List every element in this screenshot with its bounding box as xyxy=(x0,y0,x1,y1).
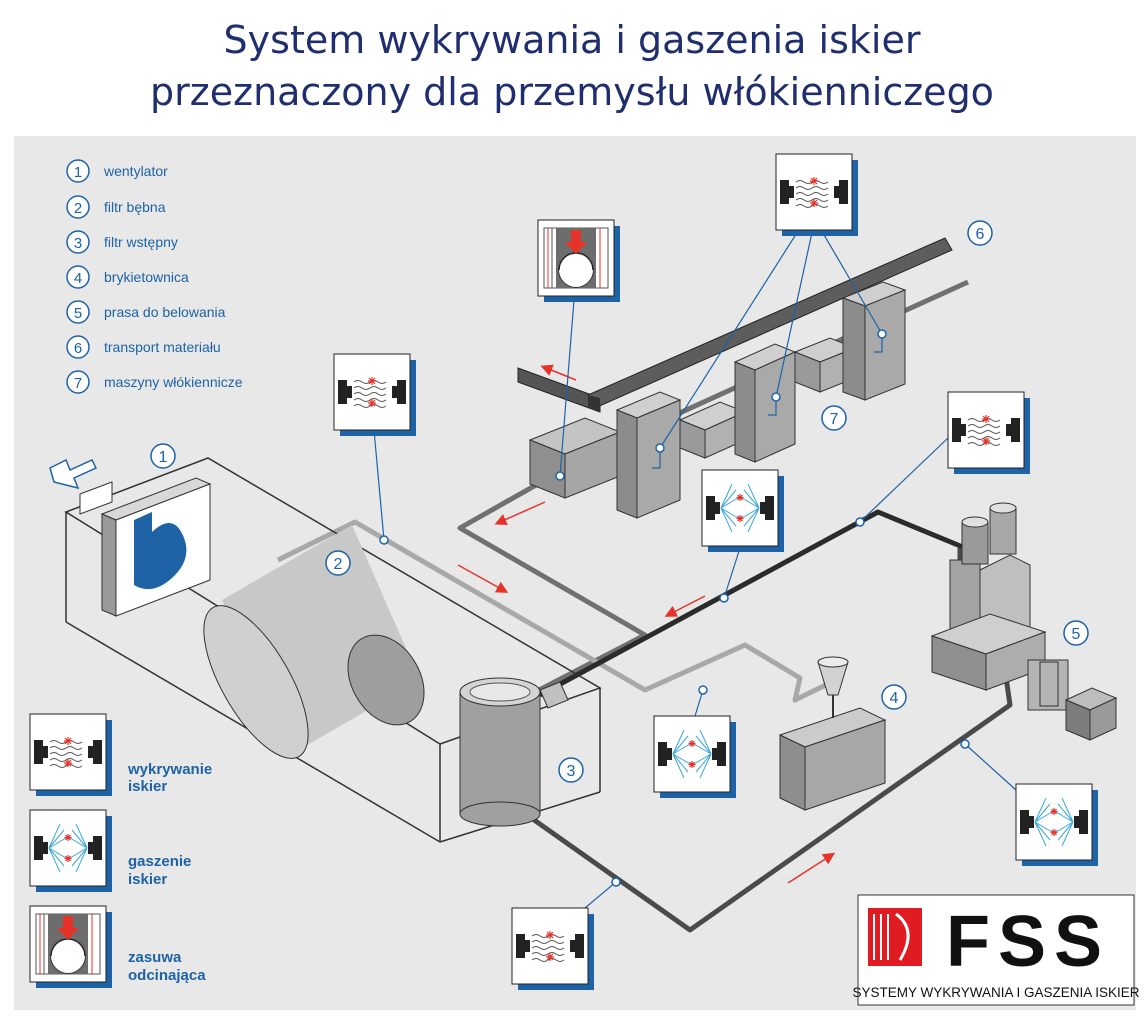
legend-number: 2 xyxy=(74,200,82,217)
extinguishing-sensor-icon xyxy=(653,715,736,798)
key-detection-icon xyxy=(29,713,112,796)
flow-arrows xyxy=(457,364,836,884)
detection-sensor-icon xyxy=(947,391,1030,474)
legend-item: 7 maszyny włókiennicze xyxy=(66,370,243,394)
key-extinguishing-label-2: iskier xyxy=(128,871,167,888)
sensor-points xyxy=(379,329,970,887)
legend-label: wentylator xyxy=(103,163,168,179)
legend-label: prasa do belowania xyxy=(104,304,226,320)
legend-item: 2 filtr bębna xyxy=(66,195,166,219)
marker-2: 2 xyxy=(325,550,351,576)
duct-briquetting xyxy=(276,519,842,703)
ducts xyxy=(276,279,1013,933)
legend-item: 5 prasa do belowania xyxy=(66,300,226,324)
key-extinguishing-label-1: gaszenie xyxy=(128,853,191,870)
textile-machines xyxy=(528,281,907,519)
legend-number: 3 xyxy=(74,235,82,252)
legend-label: brykietownica xyxy=(104,269,189,285)
exhaust-arrow-icon xyxy=(49,458,98,490)
legend-label: maszyny włókiennicze xyxy=(104,374,243,390)
key-gate-label-2: odcinająca xyxy=(128,967,206,984)
legend-number: 7 xyxy=(74,375,82,392)
fss-logo: FSS SYSTEMY WYKRYWANIA I GASZENIA ISKIER xyxy=(852,894,1140,1006)
legend-label: transport materiału xyxy=(104,339,221,355)
legend-number: 5 xyxy=(74,305,82,322)
duct-return xyxy=(457,279,970,703)
key-detection-label-2: iskier xyxy=(128,778,167,795)
legend-item: 1 wentylator xyxy=(66,159,168,183)
legend-item: 3 filtr wstępny xyxy=(66,230,178,254)
pre-filter xyxy=(459,677,569,827)
gate-valve-icon xyxy=(537,219,620,302)
legend-number: 4 xyxy=(74,270,82,287)
briquetting-press xyxy=(778,656,887,811)
marker-7: 7 xyxy=(821,405,847,431)
duct-main xyxy=(538,509,971,698)
svg-text:6: 6 xyxy=(976,226,985,243)
sensor-leaders xyxy=(373,227,1017,909)
fss-brand: FSS xyxy=(946,902,1110,982)
svg-text:2: 2 xyxy=(334,556,343,573)
svg-text:5: 5 xyxy=(1072,626,1081,643)
marker-5: 5 xyxy=(1063,620,1089,646)
fan-icon xyxy=(134,512,187,590)
detection-sensor-icon xyxy=(333,353,416,436)
svg-text:1: 1 xyxy=(159,449,168,466)
title-line-2: przeznaczony dla przemysłu włókienniczeg… xyxy=(150,70,994,114)
svg-text:3: 3 xyxy=(567,763,576,780)
baling-press xyxy=(930,502,1118,741)
drum-filter xyxy=(203,525,425,759)
legend-number: 1 xyxy=(74,164,82,181)
conveyor xyxy=(517,237,953,413)
component-markers: 1 2 3 4 5 6 7 xyxy=(150,220,1089,783)
marker-6: 6 xyxy=(967,220,993,246)
title-line-1: System wykrywania i gaszenia iskier xyxy=(223,18,921,62)
legend-item: 6 transport materiału xyxy=(66,335,221,359)
detection-sensor-icon xyxy=(511,907,594,990)
key-gate-label-1: zasuwa xyxy=(128,949,182,966)
fss-tagline: SYSTEMY WYKRYWANIA I GASZENIA ISKIER xyxy=(852,985,1139,1000)
svg-text:4: 4 xyxy=(890,690,899,707)
svg-text:7: 7 xyxy=(830,411,839,428)
legend-number: 6 xyxy=(74,340,82,357)
key-extinguishing-icon xyxy=(29,809,112,892)
icon-key: wykrywanie iskier gaszenie iskier zasuwa… xyxy=(29,713,212,988)
marker-4: 4 xyxy=(881,684,907,710)
legend-label: filtr wstępny xyxy=(104,234,178,250)
marker-3: 3 xyxy=(558,757,584,783)
machine-room xyxy=(49,457,602,843)
key-gate-icon xyxy=(29,905,112,988)
extinguishing-sensor-icon xyxy=(701,469,784,552)
marker-1: 1 xyxy=(150,443,176,469)
fss-emblem-icon xyxy=(868,908,922,966)
legend-item: 4 brykietownica xyxy=(66,265,189,289)
legend-label: filtr bębna xyxy=(104,199,166,215)
detection-sensor-icon xyxy=(775,153,858,236)
extinguishing-sensor-icon xyxy=(1015,783,1098,866)
legend: 1 wentylator 2 filtr bębna 3 filtr wstęp… xyxy=(66,159,243,394)
key-detection-label-1: wykrywanie xyxy=(127,761,212,778)
